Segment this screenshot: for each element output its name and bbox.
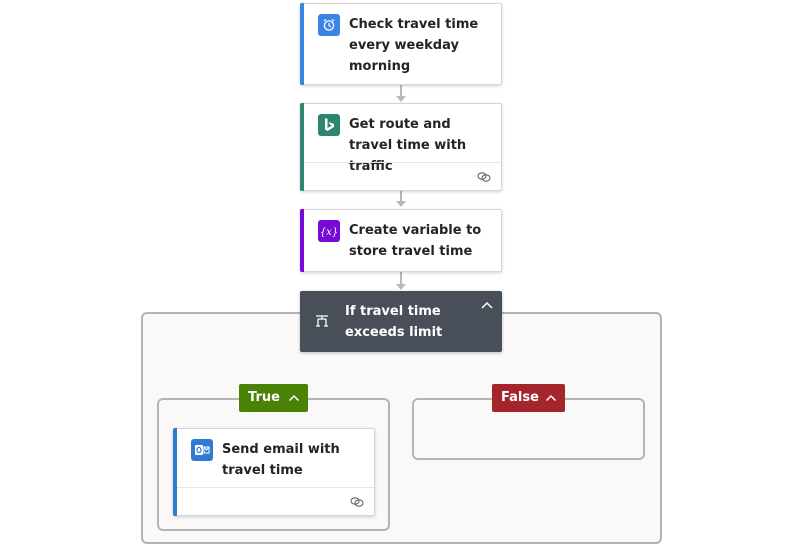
connector-arrow bbox=[396, 96, 406, 102]
card-accent-bar bbox=[300, 103, 304, 191]
chevron-up-icon[interactable] bbox=[545, 393, 557, 402]
chevron-up-icon[interactable] bbox=[480, 300, 494, 310]
connector-arrow bbox=[396, 201, 406, 207]
route-step-card[interactable]: Get route and travel time with traffic bbox=[300, 103, 502, 191]
card-footer bbox=[177, 487, 374, 515]
connection-link-icon[interactable] bbox=[477, 171, 491, 183]
alarm-clock-icon bbox=[318, 14, 340, 36]
outlook-icon bbox=[191, 439, 213, 461]
variable-step-card[interactable]: {x} Create variable to store travel time bbox=[300, 209, 502, 272]
false-branch-label: False bbox=[501, 390, 539, 405]
card-footer bbox=[304, 162, 501, 190]
condition-step-title: If travel time exceeds limit bbox=[345, 304, 443, 340]
connection-link-icon[interactable] bbox=[350, 496, 364, 508]
false-branch-badge[interactable]: False bbox=[492, 384, 565, 412]
trigger-step-title: Check travel time every weekday morning bbox=[349, 17, 479, 74]
bing-logo-icon bbox=[318, 114, 340, 136]
trigger-step-card[interactable]: Check travel time every weekday morning bbox=[300, 3, 502, 85]
chevron-up-icon[interactable] bbox=[288, 393, 300, 402]
variable-step-title: Create variable to store travel time bbox=[349, 223, 482, 259]
email-step-title: Send email with travel time bbox=[222, 442, 340, 478]
card-accent-bar bbox=[300, 3, 304, 85]
connector bbox=[400, 85, 402, 96]
variable-icon: {x} bbox=[318, 220, 340, 242]
connector bbox=[400, 191, 402, 201]
connector bbox=[400, 272, 402, 284]
email-step-card[interactable]: Send email with travel time bbox=[173, 428, 375, 516]
card-accent-bar bbox=[173, 428, 177, 516]
card-accent-bar bbox=[300, 209, 304, 272]
connector-arrow bbox=[396, 284, 406, 290]
condition-icon bbox=[316, 315, 328, 327]
true-branch-badge[interactable]: True bbox=[239, 384, 308, 412]
svg-text:{x}: {x} bbox=[320, 227, 338, 238]
true-branch-label: True bbox=[248, 390, 280, 405]
condition-step-card[interactable]: If travel time exceeds limit bbox=[300, 291, 502, 352]
